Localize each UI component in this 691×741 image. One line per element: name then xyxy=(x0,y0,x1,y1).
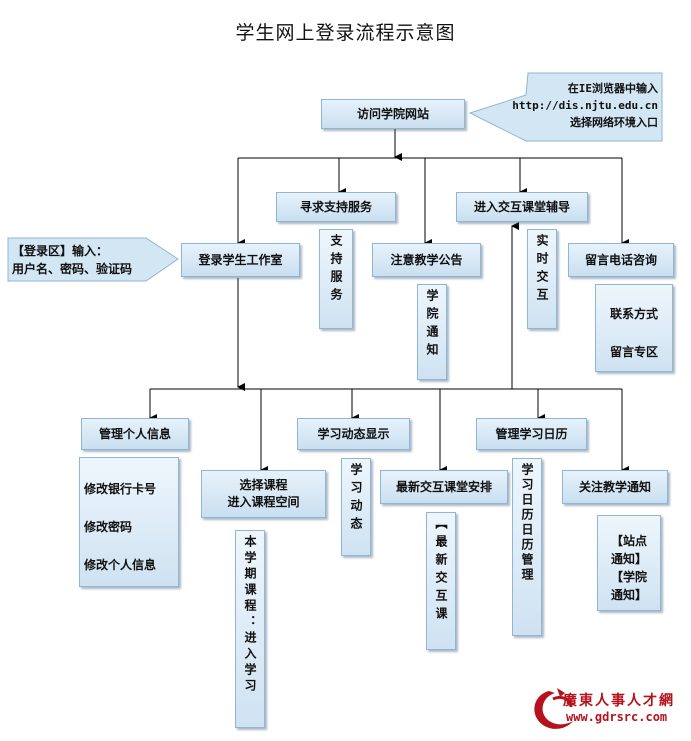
realtime-sub-text: 实时交互 xyxy=(535,234,549,306)
gdrsrc-logo-icon xyxy=(534,688,573,729)
browser-callout: 在IE浏览器中输入 http://dis.njtu.edu.cn 选择网络环境入… xyxy=(480,80,658,131)
calendar-sub-text: 学习日历日历管理 xyxy=(520,463,534,583)
notice-sub-node: 学院通知 xyxy=(417,284,447,380)
course-sub-node: 本学期课程：进入学习 xyxy=(235,530,265,728)
select-course-line: 选择课程 xyxy=(239,478,288,492)
latest-sub-text: 【最新交互课 xyxy=(434,517,448,625)
realtime-sub-node: 实时交互 xyxy=(527,229,557,329)
personal-sub-node: 修改银行卡号 修改密码 修改个人信息 xyxy=(79,457,179,587)
logo-name: 廣東人事人才網 xyxy=(563,693,675,709)
login-callout-line: 用户名、密码、验证码 xyxy=(12,262,133,276)
personal-sub-line: 修改银行卡号 xyxy=(84,482,157,496)
login-callout-shape xyxy=(7,237,179,282)
support-sub-node: 支持服务 xyxy=(319,229,353,329)
focus-sub-line: 【站点 xyxy=(610,534,647,548)
learning-calendar-node: 管理学习日历 xyxy=(476,418,587,450)
browser-callout-line: 选择网络环境入口 xyxy=(570,116,658,129)
contact-sub-line: 留言专区 xyxy=(609,345,658,359)
personal-sub-line: 修改个人信息 xyxy=(84,558,157,572)
browser-callout-shape xyxy=(468,72,663,142)
message-phone-node: 留言电话咨询 xyxy=(568,243,674,277)
support-service-node: 寻求支持服务 xyxy=(276,192,396,222)
login-callout: 【登录区】输入： 用户名、密码、验证码 xyxy=(12,242,132,278)
contact-sub-line: 联系方式 xyxy=(609,307,658,321)
student-studio-node: 登录学生工作室 xyxy=(181,243,300,277)
latest-sub-node: 【最新交互课 xyxy=(426,512,456,650)
browser-callout-line: http://dis.njtu.edu.cn xyxy=(512,99,658,112)
support-sub-text: 支持服务 xyxy=(329,234,343,306)
focus-sub-line: 【学院 xyxy=(610,570,647,584)
personal-info-node: 管理个人信息 xyxy=(81,418,189,450)
calendar-sub-node: 学习日历日历管理 xyxy=(512,458,542,636)
notice-sub-text: 学院通知 xyxy=(425,289,439,361)
focus-sub-line: 通知】 xyxy=(610,588,647,602)
select-course-line: 进入课程空间 xyxy=(227,495,300,509)
select-course-node: 选择课程 进入课程空间 xyxy=(201,470,326,518)
latest-interactive-node: 最新交互课堂安排 xyxy=(380,470,508,504)
login-callout-line: 【登录区】输入： xyxy=(12,244,109,258)
interactive-class-node: 进入交互课堂辅导 xyxy=(456,192,588,222)
browser-callout-line: 在IE浏览器中输入 xyxy=(567,82,658,95)
diagram-title: 学生网上登录流程示意图 xyxy=(235,22,456,44)
learning-dynamic-node: 学习动态显示 xyxy=(297,418,410,450)
course-sub-text: 本学期课程：进入学习 xyxy=(243,535,257,695)
focus-sub-line: 通知】 xyxy=(610,552,647,566)
focus-notice-node: 关注教学通知 xyxy=(562,470,668,504)
dynamic-sub-text: 学习动态 xyxy=(349,463,363,535)
visit-college-site-node: 访问学院网站 xyxy=(321,99,465,129)
focus-sub-node: 【站点 通知】 【学院 通知】 xyxy=(597,515,661,611)
logo-url: www.gdrsrc.com xyxy=(566,710,668,724)
notice-node: 注意教学公告 xyxy=(372,243,481,277)
dynamic-sub-node: 学习动态 xyxy=(341,458,371,556)
contact-sub-node: 联系方式 留言专区 xyxy=(595,284,673,372)
personal-sub-line: 修改密码 xyxy=(84,520,133,534)
